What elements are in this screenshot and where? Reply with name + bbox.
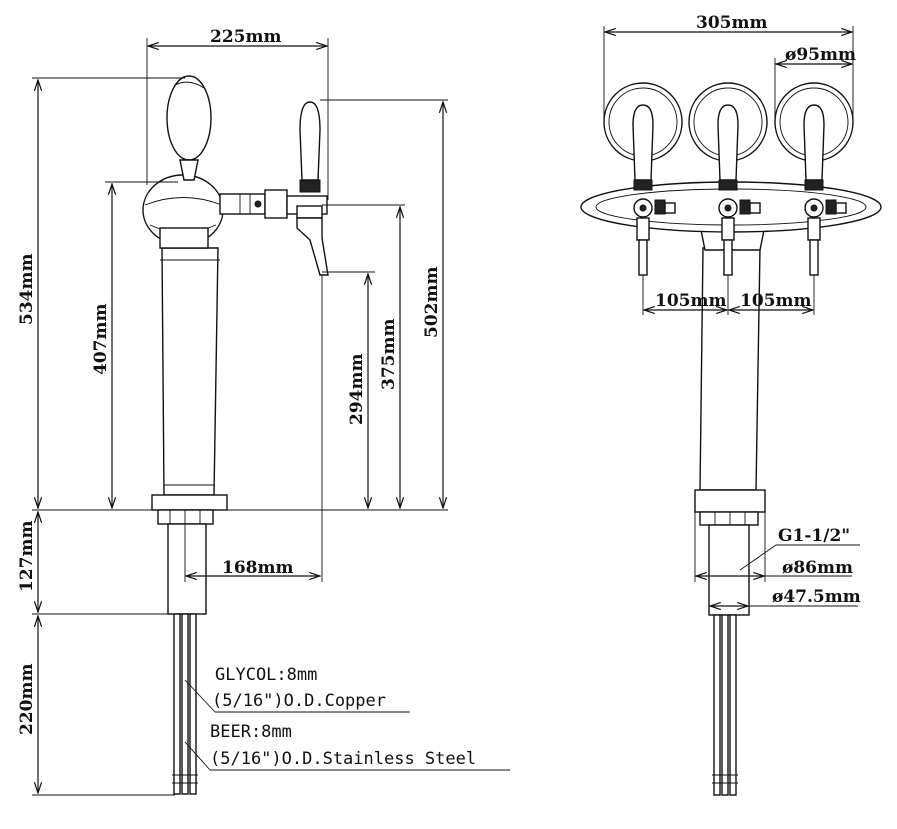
front-tower-column	[699, 247, 761, 491]
beer-lines	[172, 613, 198, 795]
tower-column	[161, 247, 219, 496]
faucet-center	[688, 82, 768, 276]
dim-spout-reach: 168mm	[222, 558, 293, 578]
front-dimensions: 305mm ø95mm 105mm 105mm G1-1/2" ø86mm ø4…	[603, 13, 861, 612]
dim-faucet-height: 407mm	[91, 304, 111, 375]
note-glycol-material: (5/16")O.D.Copper	[212, 691, 386, 711]
dim-spacing-right: 105mm	[740, 291, 811, 311]
dim-thread: G1-1/2"	[778, 526, 850, 546]
dim-shank-diameter: ø47.5mm	[772, 587, 861, 607]
note-glycol-size: GLYCOL:8mm	[215, 665, 317, 685]
dim-width-top: 225mm	[210, 27, 281, 47]
faucet-right	[774, 82, 854, 276]
note-beer-size: BEER:8mm	[210, 722, 292, 742]
note-beer-material: (5/16")O.D.Stainless Steel	[210, 749, 476, 769]
side-view	[142, 75, 329, 795]
dim-medallion-diameter: ø95mm	[785, 45, 856, 65]
dim-base-diameter: ø86mm	[782, 558, 853, 578]
dim-total-height: 534mm	[17, 254, 37, 325]
shank	[167, 523, 207, 615]
dim-overall-width: 305mm	[696, 13, 767, 33]
dim-spout-height: 294mm	[347, 354, 367, 425]
dim-line-length: 220mm	[17, 664, 37, 735]
faucet-handle	[299, 101, 321, 181]
dim-handle-height: 502mm	[422, 267, 442, 338]
dim-faucet-top-height: 375mm	[379, 319, 399, 390]
tower-base	[151, 494, 228, 511]
dim-shank-length: 127mm	[17, 521, 37, 592]
side-dimensions: 225mm 534mm 407mm 502mm 375mm 294mm 168m…	[17, 27, 510, 796]
faucet-left	[603, 82, 683, 276]
top-handle	[166, 75, 212, 161]
front-view	[580, 82, 882, 796]
faucet-spout	[296, 217, 329, 276]
dim-spacing-left: 105mm	[655, 291, 726, 311]
base-nut	[157, 509, 214, 525]
